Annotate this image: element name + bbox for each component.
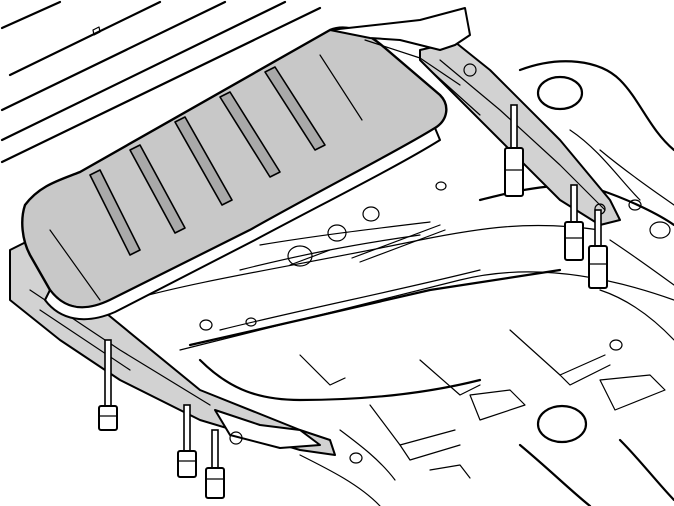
floor-pan-lines	[0, 0, 322, 164]
splash-shield	[21, 7, 471, 321]
bolt-right-lower	[588, 209, 608, 289]
bolt-left-upper	[98, 339, 118, 431]
bolt-left-lower	[205, 429, 225, 499]
bolt-left-middle	[177, 404, 197, 478]
bolt-right-upper	[504, 104, 524, 197]
right-mounting-rail	[419, 41, 621, 226]
bolt-right-middle	[564, 184, 584, 261]
